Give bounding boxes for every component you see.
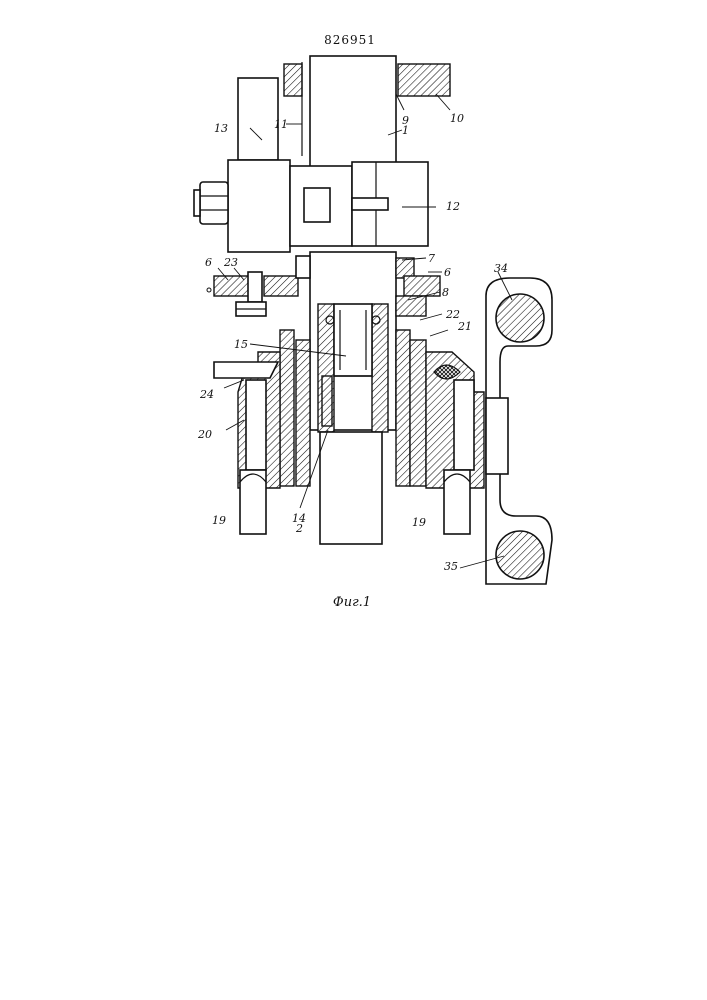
label-8: 8 [442,286,449,299]
figure-caption: Фиг.1 [333,595,371,610]
patent-number: 826951 [324,33,376,47]
label-9: 9 [402,114,409,127]
pin-19-left [240,470,266,534]
rod-13 [238,78,278,160]
label-20: 20 [197,428,212,441]
wedge-24 [214,362,278,378]
label-24: 24 [199,388,214,401]
label-14: 14 [292,512,306,525]
label-15: 15 [234,338,248,351]
label-7: 7 [428,252,435,265]
label-13: 13 [214,122,228,135]
pin-35 [496,531,544,579]
pin-19-right [444,470,470,534]
label-34: 34 [494,262,508,275]
label-19-right: 19 [412,516,426,529]
label-6-right: 6 [444,266,451,279]
flange-6-right [396,258,440,316]
hex-nut [194,182,228,224]
small-mark [207,288,211,292]
label-21: 21 [457,320,472,333]
label-35: 35 [444,560,458,573]
label-22: 22 [445,308,460,321]
label-23: 23 [223,256,238,269]
shaft-1 [302,56,396,168]
pin-34 [496,294,544,342]
label-11: 11 [274,118,288,131]
link-plate [486,278,552,584]
label-10: 10 [450,112,464,125]
block-12 [228,160,428,252]
shaft-2 [320,432,382,544]
label-19-left: 19 [212,514,226,527]
label-6-left: 6 [205,256,212,269]
label-12: 12 [446,200,460,213]
